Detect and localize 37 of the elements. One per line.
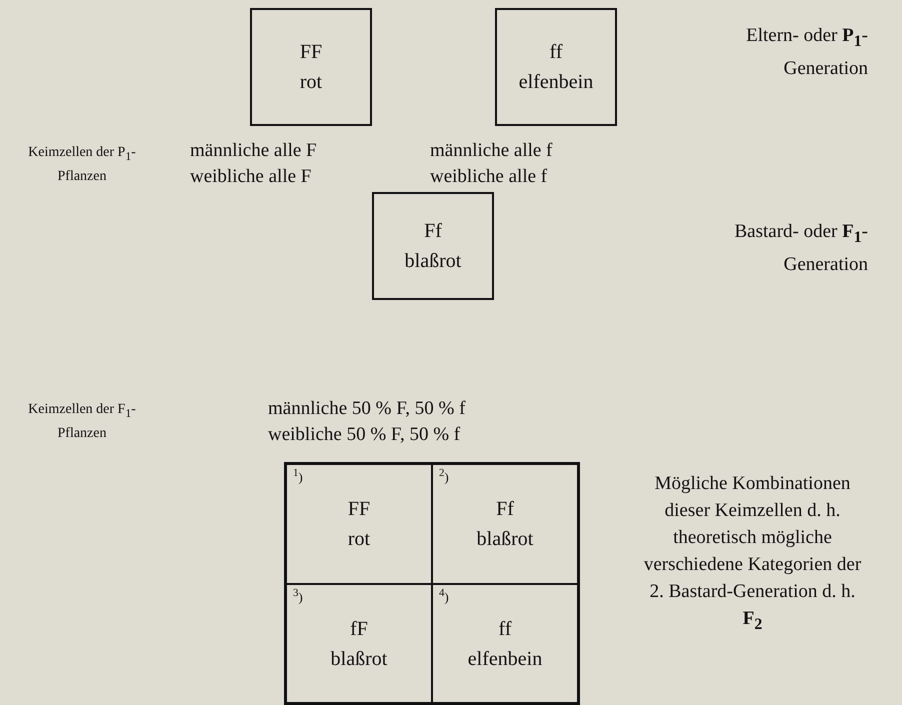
- punnett-cell: [286, 584, 432, 703]
- genotype-label: fF: [350, 616, 368, 642]
- phenotype-label: rot: [348, 527, 370, 552]
- punnett-square-frame: [284, 462, 580, 705]
- genotype-label: ff: [550, 40, 562, 65]
- genotype-box: [372, 192, 494, 300]
- cell-number: $^{2}$): [439, 467, 449, 486]
- cell-number: $^{4}$): [439, 587, 449, 606]
- phenotype-label: blaßrot: [330, 646, 388, 672]
- cell-number: $^{3}$): [293, 587, 303, 606]
- gamete-caption: Keimzellen der P$_{1}$-Pflanzen: [27, 144, 137, 186]
- genotype-label: FF: [348, 497, 370, 522]
- phenotype-label: rot: [300, 70, 322, 95]
- genotype-label: Ff: [424, 219, 442, 244]
- phenotype-label: blaßrot: [404, 249, 462, 274]
- gamete-label: männliche alle f: [430, 139, 552, 163]
- generation-label: Bastard- oder F$_{1}$-Generation: [734, 220, 868, 277]
- punnett-cell: [286, 464, 432, 584]
- gamete-label: weibliche 50 % F, 50 % f: [268, 423, 460, 447]
- genotype-box: [250, 8, 372, 126]
- punnett-cell: [432, 464, 578, 584]
- genotype-label: FF: [300, 40, 322, 65]
- gamete-label: weibliche alle F: [190, 165, 312, 189]
- phenotype-label: blaßrot: [476, 527, 534, 552]
- punnett-cell: [432, 584, 578, 703]
- phenotype-label: elfenbein: [518, 70, 594, 95]
- genotype-label: ff: [498, 616, 512, 642]
- gamete-label: weibliche alle f: [430, 165, 548, 189]
- cell-number: $^{1}$): [293, 467, 303, 486]
- gamete-label: männliche 50 % F, 50 % f: [268, 397, 466, 421]
- explanation-note: Mögliche Kombinationen dieser Keimzellen d. h. theoretisch mögliche verschiedene Kategorien der 2. Bastard-Generation d. h. F$_{2}$: [642, 472, 862, 635]
- genotype-label: Ff: [496, 497, 514, 522]
- gamete-caption: Keimzellen der F$_{1}$-Pflanzen: [27, 401, 137, 443]
- generation-label: Eltern- oder P$_{1}$-Generation: [745, 24, 868, 81]
- genotype-box: [495, 8, 617, 126]
- phenotype-label: elfenbein: [468, 646, 542, 672]
- gamete-label: männliche alle F: [190, 139, 317, 163]
